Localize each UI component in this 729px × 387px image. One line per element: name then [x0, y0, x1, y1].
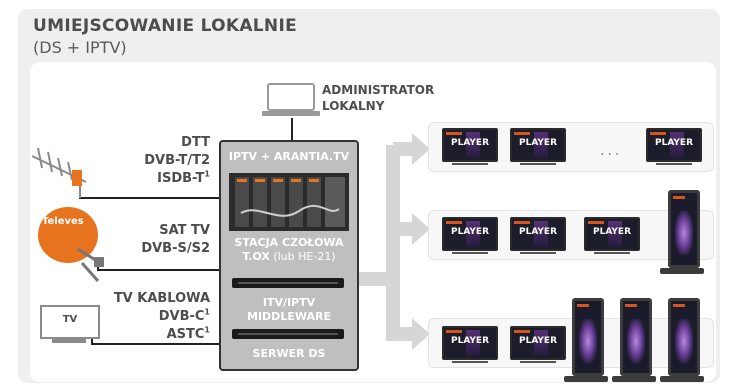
cable-line3-wrap: ASTC1 [100, 326, 210, 344]
kiosk-totem [572, 298, 604, 376]
player-stand [520, 252, 556, 254]
dtt-connector [79, 190, 219, 199]
player-stand [452, 361, 488, 363]
admin-label: ADMINISTRATOR LOKALNY [322, 82, 434, 114]
dtt-line3: ISDB-T [157, 171, 205, 186]
middleware-line2: MIDDLEWARE [247, 310, 331, 323]
player-screen: PLAYER [510, 326, 566, 360]
cable-label: TV KABLOWA DVB-C1 ASTC1 [100, 290, 210, 344]
headend-station-model: T.OX [242, 250, 270, 263]
tv-icon: TV [40, 305, 100, 339]
player-screen: PLAYER [510, 128, 566, 162]
ds-server-unit [232, 329, 344, 339]
player-stand [594, 252, 630, 254]
cable-line3: ASTC [166, 327, 205, 342]
headend-rack-icon [229, 173, 349, 231]
player-stand [452, 252, 488, 254]
dtt-label: DTT DVB-T/T2 ISDB-T1 [120, 134, 210, 188]
admin-label-line1: ADMINISTRATOR [322, 83, 435, 97]
admin-label-line2: LOKALNY [322, 99, 385, 113]
kiosk-totem-base [564, 376, 608, 382]
player-screen: PLAYER [584, 217, 640, 251]
tv-icon-label: TV [62, 314, 78, 325]
kiosk-totem [668, 298, 700, 376]
player-stand [656, 163, 692, 165]
diagram-title: UMIEJSCOWANIE LOKALNIE [33, 16, 297, 36]
tv-base [52, 339, 86, 343]
kiosk-totem [620, 298, 652, 376]
sat-label: SAT TV DVB-S/S2 [120, 222, 210, 258]
kiosk-totem-base [660, 376, 704, 382]
headend-title: IPTV + ARANTIA.TV [228, 150, 350, 163]
satellite-dish-icon [38, 207, 104, 282]
more-players-ellipsis: ... [600, 143, 623, 159]
dtt-line2: DVB-T/T2 [144, 153, 210, 168]
middleware-label: ITV/IPTV MIDDLEWARE [219, 296, 359, 324]
cable-line2-sup: 1 [204, 307, 210, 317]
middleware-line1: ITV/IPTV [262, 296, 316, 309]
player-stand [520, 163, 556, 165]
cable-line3-sup: 1 [204, 325, 210, 335]
distribution-arrows [359, 133, 430, 350]
dtt-line3-sup: 1 [204, 169, 210, 179]
dtt-line3-wrap: ISDB-T1 [120, 170, 210, 188]
kiosk-totem-base [612, 376, 656, 382]
player-stand [520, 361, 556, 363]
kiosk-totem [668, 190, 700, 268]
cable-line1: TV KABLOWA [113, 291, 210, 306]
kiosk-totem-base [660, 268, 704, 274]
player-screen: PLAYER [442, 326, 498, 360]
cable-line2-wrap: DVB-C1 [100, 308, 210, 326]
middleware-server-unit [232, 278, 344, 288]
ds-server-label: SERWER DS [252, 347, 326, 360]
sat-line1: SAT TV [159, 223, 210, 238]
dtt-line1: DTT [181, 135, 210, 150]
player-screen: PLAYER [442, 128, 498, 162]
headend-station-line1: STACJA CZOŁOWA [234, 236, 344, 249]
laptop-icon [262, 83, 320, 116]
cable-line2: DVB-C [158, 309, 205, 324]
dish-brand-logo: Televes [42, 216, 84, 227]
sat-line2: DVB-S/S2 [141, 241, 210, 256]
player-screen: PLAYER [646, 128, 702, 162]
headend-station-line2: T.OX (lub HE-21) [219, 250, 359, 264]
player-screen: PLAYER [510, 217, 566, 251]
antenna-icon [31, 147, 87, 198]
player-stand [452, 163, 488, 165]
headend-station-alt: (lub HE-21) [269, 250, 336, 263]
headend-station-label: STACJA CZOŁOWA T.OX (lub HE-21) [219, 236, 359, 264]
player-screen: PLAYER [442, 217, 498, 251]
diagram-subtitle: (DS + IPTV) [33, 38, 127, 57]
